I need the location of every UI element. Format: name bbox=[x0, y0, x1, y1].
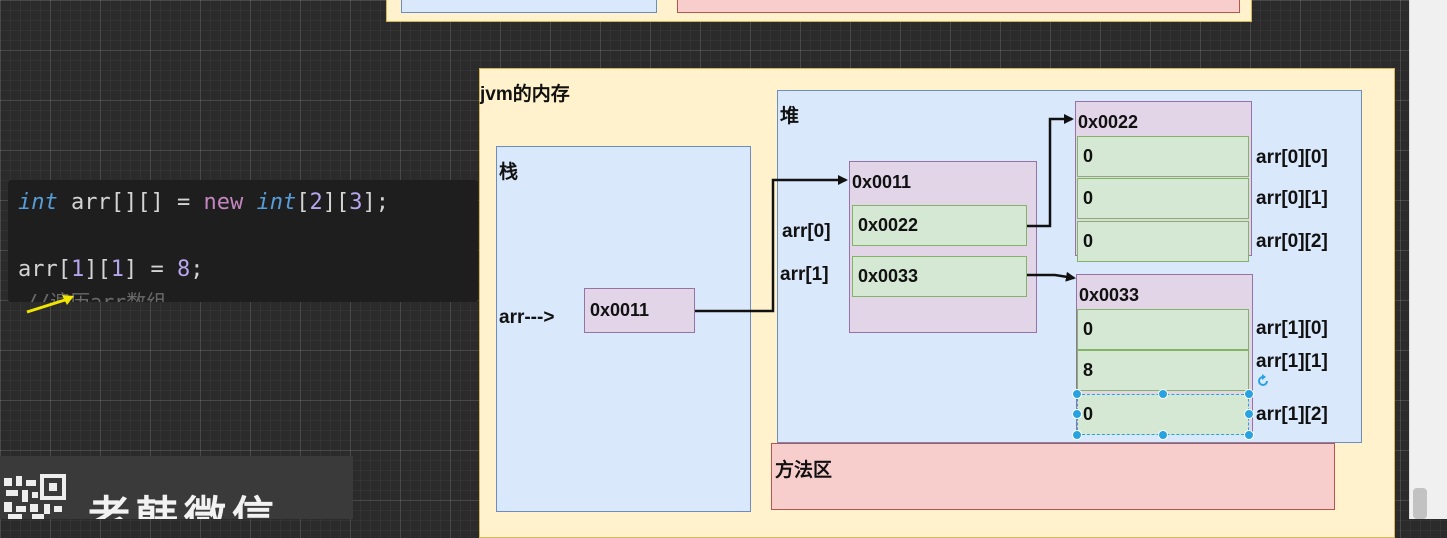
inner0-label-2: arr[0][2] bbox=[1256, 231, 1328, 252]
code-token: arr[][] = bbox=[57, 190, 204, 215]
code-line-declare: int arr[][] = new int[2][3]; bbox=[18, 190, 389, 215]
code-token: ][ bbox=[322, 190, 350, 215]
resize-handle-w[interactable] bbox=[1072, 409, 1082, 419]
code-line-assign: arr[1][1] = 8; bbox=[18, 257, 203, 282]
resize-handle-n[interactable] bbox=[1158, 389, 1168, 399]
top-blue-box[interactable] bbox=[401, 0, 657, 13]
outer-cell-0[interactable]: 0x0022 bbox=[852, 205, 1027, 246]
watermark-text: 老韩微信 bbox=[88, 492, 281, 519]
inner0-cell-2[interactable]: 0 bbox=[1077, 221, 1249, 262]
code-comment: //遍历arr数组 bbox=[26, 290, 167, 302]
outer-array-address: 0x0011 bbox=[852, 172, 912, 192]
inner0-cell-0[interactable]: 0 bbox=[1077, 136, 1249, 177]
vertical-scrollbar[interactable] bbox=[1409, 0, 1447, 519]
code-panel: int arr[][] = new int[2][3]; arr[1][1] =… bbox=[8, 180, 478, 302]
stack-ref-cell[interactable]: 0x0011 bbox=[584, 288, 695, 333]
inner1-cell-0[interactable]: 0 bbox=[1077, 309, 1249, 350]
stack-title: 栈 bbox=[499, 162, 519, 183]
pointer-arrow-icon bbox=[26, 295, 74, 314]
code-token: 1 bbox=[110, 257, 124, 282]
heap-title: 堆 bbox=[780, 106, 800, 127]
connector-layer bbox=[695, 114, 1076, 313]
scrollbar-thumb[interactable] bbox=[1413, 488, 1427, 519]
code-token: ] = bbox=[123, 257, 177, 282]
resize-handle-nw[interactable] bbox=[1072, 389, 1082, 399]
outer-label-0: arr[0] bbox=[782, 221, 831, 242]
outer-label-1: arr[1] bbox=[780, 264, 829, 285]
code-token: [ bbox=[296, 190, 310, 215]
inner-array-1-address: 0x0033 bbox=[1079, 285, 1140, 305]
qr-code-icon bbox=[2, 474, 68, 519]
arrow-arr1-to-0x0033[interactable] bbox=[1027, 271, 1076, 282]
code-token: ]; bbox=[362, 190, 389, 215]
inner0-label-1: arr[0][1] bbox=[1256, 188, 1328, 209]
arrow-stack-to-heap[interactable] bbox=[695, 175, 848, 313]
code-token: ; bbox=[190, 257, 204, 282]
outer-array-object[interactable] bbox=[849, 161, 1037, 333]
jvm-memory-title: jvm的内存 bbox=[480, 84, 570, 105]
method-area-region[interactable] bbox=[771, 443, 1335, 510]
resize-handle-se[interactable] bbox=[1244, 430, 1254, 440]
code-token: 3 bbox=[349, 190, 363, 215]
stack-var-label: arr---> bbox=[499, 307, 555, 328]
arrow-arr0-to-0x0022[interactable] bbox=[1027, 114, 1074, 228]
code-token: int bbox=[18, 190, 58, 215]
inner1-label-2: arr[1][2] bbox=[1256, 404, 1328, 425]
inner0-label-0: arr[0][0] bbox=[1256, 147, 1328, 168]
code-token: new bbox=[203, 190, 244, 215]
inner0-cell-1[interactable]: 0 bbox=[1077, 178, 1249, 219]
inner1-label-1: arr[1][1] bbox=[1256, 351, 1328, 372]
top-red-box[interactable] bbox=[677, 0, 1240, 13]
resize-handle-e[interactable] bbox=[1244, 409, 1254, 419]
resize-handle-s[interactable] bbox=[1158, 430, 1168, 440]
inner-array-0-address: 0x0022 bbox=[1078, 112, 1139, 132]
resize-handle-ne[interactable] bbox=[1244, 389, 1254, 399]
code-token: 1 bbox=[70, 257, 85, 282]
code-token: 8 bbox=[176, 257, 191, 282]
inner1-label-0: arr[1][0] bbox=[1256, 318, 1328, 339]
rotate-handle-icon[interactable] bbox=[1256, 374, 1270, 388]
resize-handle-sw[interactable] bbox=[1072, 430, 1082, 440]
code-comment-clip: //遍历arr数组 bbox=[8, 288, 478, 302]
inner1-cell-1[interactable]: 8 bbox=[1077, 350, 1249, 391]
outer-cell-1[interactable]: 0x0033 bbox=[852, 256, 1027, 297]
code-token: arr[ bbox=[18, 257, 71, 282]
method-area-title: 方法区 bbox=[775, 460, 833, 481]
watermark-clip: 老韩微信 bbox=[88, 481, 353, 519]
code-token: int bbox=[256, 190, 297, 215]
code-token: ][ bbox=[84, 257, 111, 282]
code-token: 2 bbox=[309, 190, 323, 215]
